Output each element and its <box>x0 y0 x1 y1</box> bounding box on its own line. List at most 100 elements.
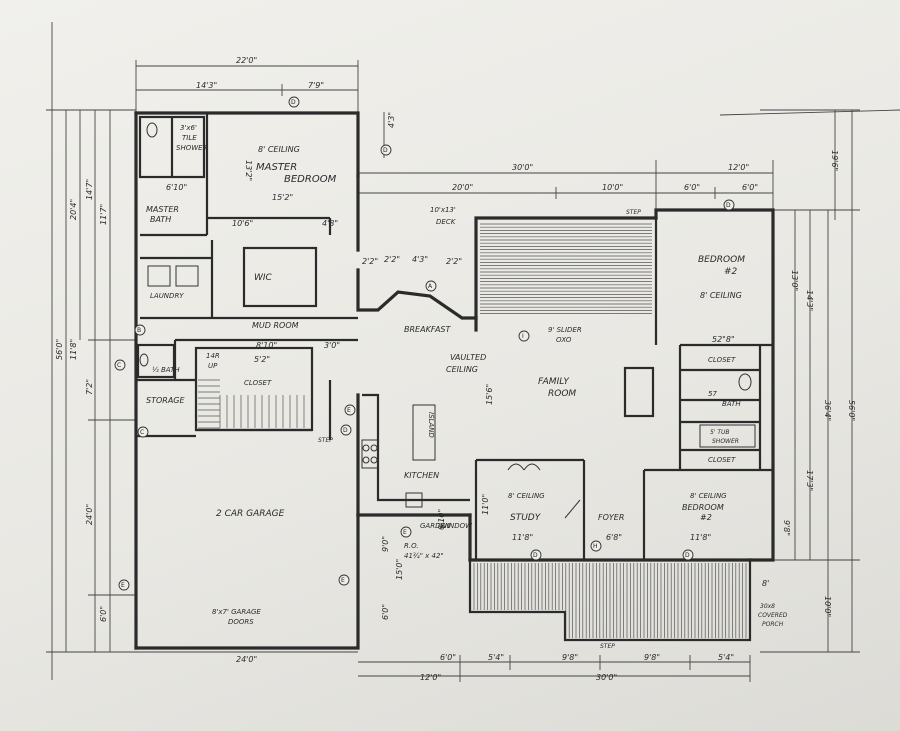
marker-12: D <box>682 549 694 561</box>
dim-mid-a: 20'0" <box>452 183 473 192</box>
svg-text:I: I <box>522 333 524 340</box>
shower-1: 5' TUB <box>710 429 730 436</box>
dim-top-total: 22'0" <box>236 56 257 65</box>
dim-left-56: 56'0" <box>55 339 64 360</box>
marker-circles: D D D A C C B E E E D D H D I E <box>114 96 735 591</box>
dim-150: 15'0" <box>395 559 404 580</box>
closet-2-label: CLOSET <box>708 456 736 464</box>
dim-22b: 2'2" <box>384 255 400 264</box>
dim-918: 9'8" <box>782 520 791 536</box>
vaulted-2: CEILING <box>446 365 478 374</box>
svg-text:E: E <box>121 582 125 589</box>
dim-left-118: 11'8" <box>69 339 78 360</box>
dim-left-60: 6'0" <box>99 606 108 622</box>
garden-window-2: WINDOW <box>440 522 473 530</box>
dim-156: 15'6" <box>485 384 494 405</box>
family-room-2: ROOM <box>548 389 576 399</box>
deck-label-1: 10'x13' <box>430 206 456 214</box>
bedroom-bot-2: BEDROOM <box>682 503 724 512</box>
master-bedroom-dim: 15'2" <box>272 193 293 202</box>
porch-1: 30x8 <box>760 603 775 610</box>
dim-8: 8' <box>762 579 769 588</box>
marker-6: C <box>114 359 126 371</box>
marker-3: D <box>380 144 392 156</box>
vaulted-1: VAULTED <box>450 353 486 362</box>
porch-2: COVERED <box>758 612 788 619</box>
bedroom-bot-3: #2 <box>700 513 712 522</box>
dim-right-a: 6'0" <box>684 183 700 192</box>
dim-810: 8'10" <box>256 341 277 350</box>
dim-left-240: 24'0" <box>85 504 94 525</box>
room-labels: 8' CEILING MASTER BEDROOM 15'2" MASTER B… <box>146 124 788 650</box>
svg-text:D: D <box>533 552 538 559</box>
svg-text:B: B <box>137 327 141 334</box>
porch-outline <box>468 560 752 642</box>
dim-mid-b: 10'0" <box>602 183 623 192</box>
dim-left-117: 11'7" <box>99 204 108 225</box>
dim-right-143: 14'3" <box>805 290 814 311</box>
master-bedroom-label-2: BEDROOM <box>284 174 337 185</box>
marker-7: B <box>134 324 146 336</box>
master-bath-dim: 6'10" <box>166 183 187 192</box>
marker-4: A <box>425 280 437 292</box>
stair-closet-label: CLOSET <box>244 379 272 387</box>
svg-text:E: E <box>403 529 407 536</box>
bedroom-top-1: BEDROOM <box>698 255 745 265</box>
dim-bottom-98b: 9'8" <box>644 653 660 662</box>
dim-right-130: 13'0" <box>790 270 799 291</box>
dim-528: 52"8" <box>712 335 735 344</box>
step-2: STEP <box>318 437 333 444</box>
study-dim: 11'8" <box>512 533 533 542</box>
dim-bottom-30: 30'0" <box>596 673 617 682</box>
dim-right-173: 17'3" <box>805 470 814 491</box>
ro-2: 41¾" x 42" <box>404 552 444 560</box>
dim-right-100: 10'0" <box>823 596 832 617</box>
marker-14: D <box>340 424 352 436</box>
bedroom-bot-1: 8' CEILING <box>690 492 727 500</box>
dim-bottom-54b: 5'4" <box>718 653 734 662</box>
dim-bottom-54a: 5'4" <box>488 653 504 662</box>
svg-text:C: C <box>140 429 144 436</box>
svg-text:E: E <box>341 577 345 584</box>
dim-right-56: 56'0" <box>847 400 856 421</box>
wic-label: WIC <box>254 273 273 283</box>
svg-text:E: E <box>347 407 351 414</box>
deck-hatching <box>480 223 652 314</box>
dim-top-b: 7'9" <box>308 81 324 90</box>
stair-treads <box>198 379 305 429</box>
dim-left-72: 7'2" <box>85 379 94 395</box>
dimension-labels: 22'0" 14'3" 7'9" 30'0" 20'0" 10'0" 12'0"… <box>55 56 856 682</box>
closet-1-label: CLOSET <box>708 356 736 364</box>
dim-left-147: 14'7" <box>85 179 94 200</box>
bath-label: BATH <box>722 400 741 408</box>
svg-text:D: D <box>291 99 296 106</box>
tile-shower-3: SHOWER <box>176 144 208 152</box>
garage-doors-2: DOORS <box>228 618 254 626</box>
deck-label-2: DECK <box>436 218 457 226</box>
dim-left-204: 20'4" <box>69 199 78 220</box>
dim-1328: 13'2" <box>244 160 253 181</box>
dim-right-196: 19'6" <box>830 150 839 171</box>
ro-1: R.O. <box>404 542 419 550</box>
dim-bottom-6: 6'0" <box>440 653 456 662</box>
svg-text:H: H <box>593 543 598 550</box>
garden-window-1: GARDEN <box>420 522 451 530</box>
dim-48: 4'8" <box>322 219 338 228</box>
dim-right-total: 12'0" <box>728 163 749 172</box>
shower-2: SHOWER <box>712 438 739 445</box>
slider-1: 9' SLIDER <box>548 326 582 334</box>
dim-bottom-left: 24'0" <box>236 655 257 664</box>
half-bath-label: ½ BATH <box>152 366 180 374</box>
dim-right-b: 6'0" <box>742 183 758 192</box>
dim-43: 4'3" <box>387 112 396 128</box>
family-room-1: FAMILY <box>538 377 570 387</box>
tile-shower-1: 3'x6' <box>180 124 197 132</box>
dim-52: 5'2" <box>254 355 270 364</box>
bedroom-top-3: 8' CEILING <box>700 291 742 300</box>
kitchen-label: KITCHEN <box>404 471 439 480</box>
garage-label: 2 CAR GARAGE <box>216 509 285 519</box>
breakfast-label: BREAKFAST <box>404 325 452 334</box>
dim-90: 9'0" <box>381 536 390 552</box>
